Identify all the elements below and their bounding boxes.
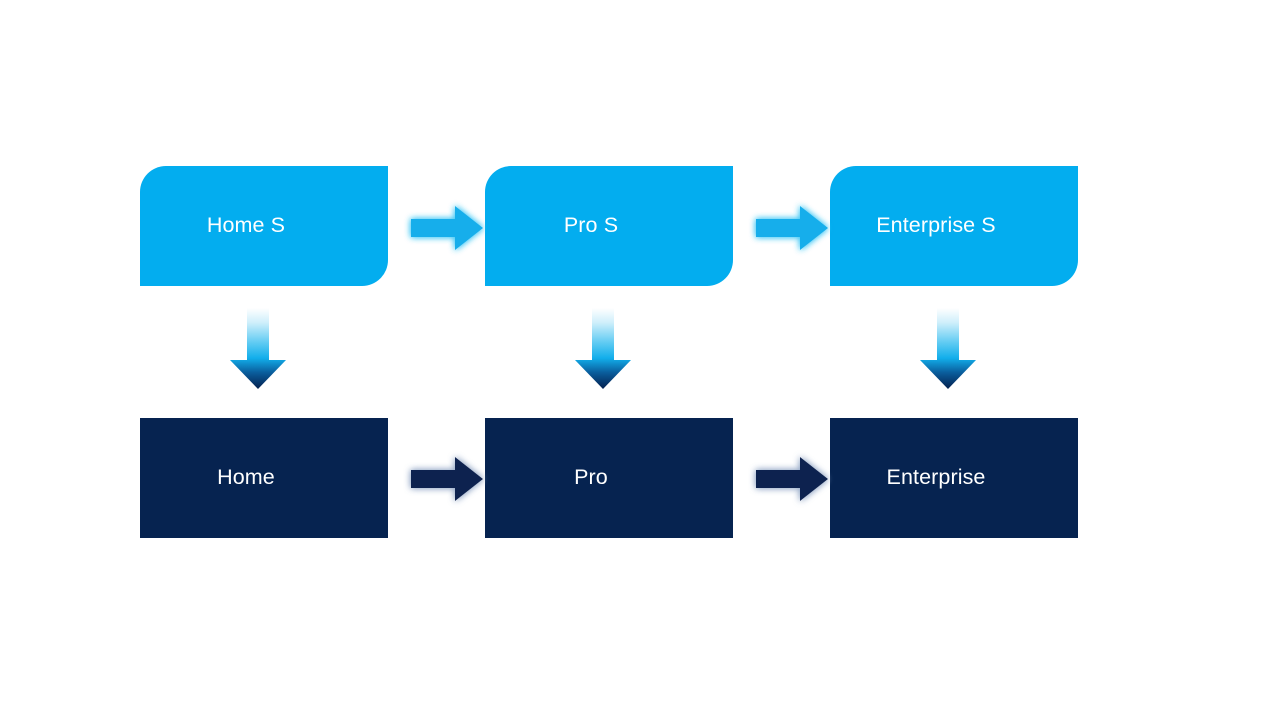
node-home-s-label: Home S: [206, 213, 286, 238]
node-enterprise-label: Enterprise: [886, 465, 986, 490]
right-arrow-icon: [411, 457, 483, 501]
node-pro[interactable]: Pro: [485, 418, 733, 538]
down-arrow-icon: [575, 308, 631, 389]
node-enterprise-s-label: Enterprise S: [876, 213, 996, 238]
connector-home-to-pro: [409, 454, 485, 504]
node-home-s[interactable]: Home S: [140, 166, 388, 286]
down-arrow-icon: [920, 308, 976, 389]
node-pro-s[interactable]: Pro S: [485, 166, 733, 286]
right-arrow-icon: [756, 457, 828, 501]
node-home[interactable]: Home: [140, 418, 388, 538]
connector-home-s-to-home: [229, 308, 287, 390]
connector-pro-s-to-enterprise-s: [754, 203, 830, 253]
connector-enterprise-s-to-enterprise: [919, 308, 977, 390]
node-home-label: Home: [217, 465, 275, 490]
connector-home-s-to-pro-s: [409, 203, 485, 253]
down-arrow-icon: [230, 308, 286, 389]
node-enterprise-s[interactable]: Enterprise S: [830, 166, 1078, 286]
node-pro-s-label: Pro S: [563, 213, 619, 238]
connector-pro-s-to-pro: [574, 308, 632, 390]
node-pro-label: Pro: [574, 465, 608, 490]
node-enterprise[interactable]: Enterprise: [830, 418, 1078, 538]
right-arrow-icon: [411, 206, 483, 250]
right-arrow-icon: [756, 206, 828, 250]
connector-pro-to-enterprise: [754, 454, 830, 504]
